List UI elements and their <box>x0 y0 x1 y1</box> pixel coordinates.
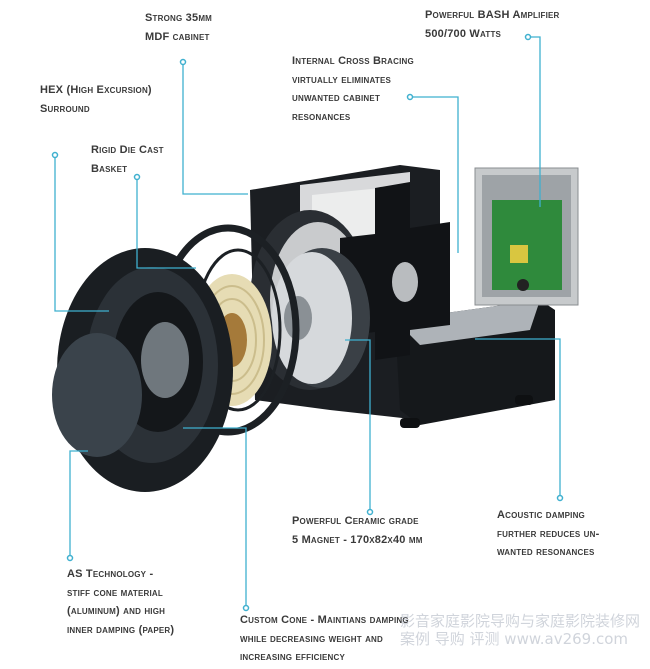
callout-line: Strong 35mm <box>145 12 213 24</box>
callout-cone: Custom Cone - Maintians damping while de… <box>240 611 409 667</box>
watermark: 影音家庭影院导购与家庭影院装修网 案例 导购 评测 www.av269.com <box>400 612 640 648</box>
callout-as-technology: AS Technology - stiff cone material (alu… <box>67 565 174 639</box>
cabinet-base <box>395 300 555 428</box>
callout-line: 5 Magnet - 170x82x40 mm <box>292 533 423 546</box>
callout-line: further reduces un- <box>497 527 600 540</box>
callout-line: Powerful BASH Amplifier <box>425 9 560 21</box>
bash-amplifier <box>474 167 579 306</box>
callout-bracing: Internal Cross Bracing virtually elimina… <box>292 52 414 126</box>
callout-cabinet: Strong 35mm MDF cabinet <box>145 9 212 46</box>
callout-line: unwanted cabinet <box>292 92 381 104</box>
callout-magnet: Powerful Ceramic grade 5 Magnet - 170x82… <box>292 512 423 549</box>
watermark-line: 案例 导购 评测 www.av269.com <box>400 630 629 648</box>
callout-dots <box>51 33 564 612</box>
ceramic-magnet <box>272 248 370 388</box>
callout-line: stiff cone material <box>67 586 163 599</box>
callout-line: AS Technology - <box>67 568 154 580</box>
callout-line: inner damping (paper) <box>67 623 175 636</box>
callout-line: Powerful Ceramic grade <box>292 515 419 527</box>
callout-line: Internal Cross Bracing <box>292 55 414 67</box>
callout-line: MDF cabinet <box>145 30 210 43</box>
callout-line: virtually eliminates <box>292 73 392 86</box>
callout-line: resonances <box>292 110 351 123</box>
callout-line: increasing efficiency <box>240 651 346 663</box>
dust-cap <box>52 333 142 457</box>
callout-damping: Acoustic damping further reduces un- wan… <box>497 506 599 562</box>
callout-line: 500/700 Watts <box>425 27 502 40</box>
callout-line: wanted resonances <box>497 546 595 558</box>
callout-surround: HEX (High Excursion) Surround <box>40 81 152 118</box>
callout-line: Surround <box>40 102 90 115</box>
callout-basket: Rigid Die Cast Basket <box>91 141 164 178</box>
callout-line: Basket <box>91 162 128 175</box>
watermark-line: 影音家庭影院导购与家庭影院装修网 <box>400 612 641 630</box>
callout-line: (aluminum) and high <box>67 605 166 617</box>
callout-line: Rigid Die Cast <box>91 144 164 156</box>
leader-lines <box>54 36 561 608</box>
callout-amplifier: Powerful BASH Amplifier 500/700 Watts <box>425 6 560 43</box>
callout-line: Acoustic damping <box>497 509 585 521</box>
callout-line: HEX (High Excursion) <box>40 84 152 96</box>
callout-line: while decreasing weight and <box>240 632 384 645</box>
callout-line: Custom Cone - Maintians damping <box>240 614 409 626</box>
